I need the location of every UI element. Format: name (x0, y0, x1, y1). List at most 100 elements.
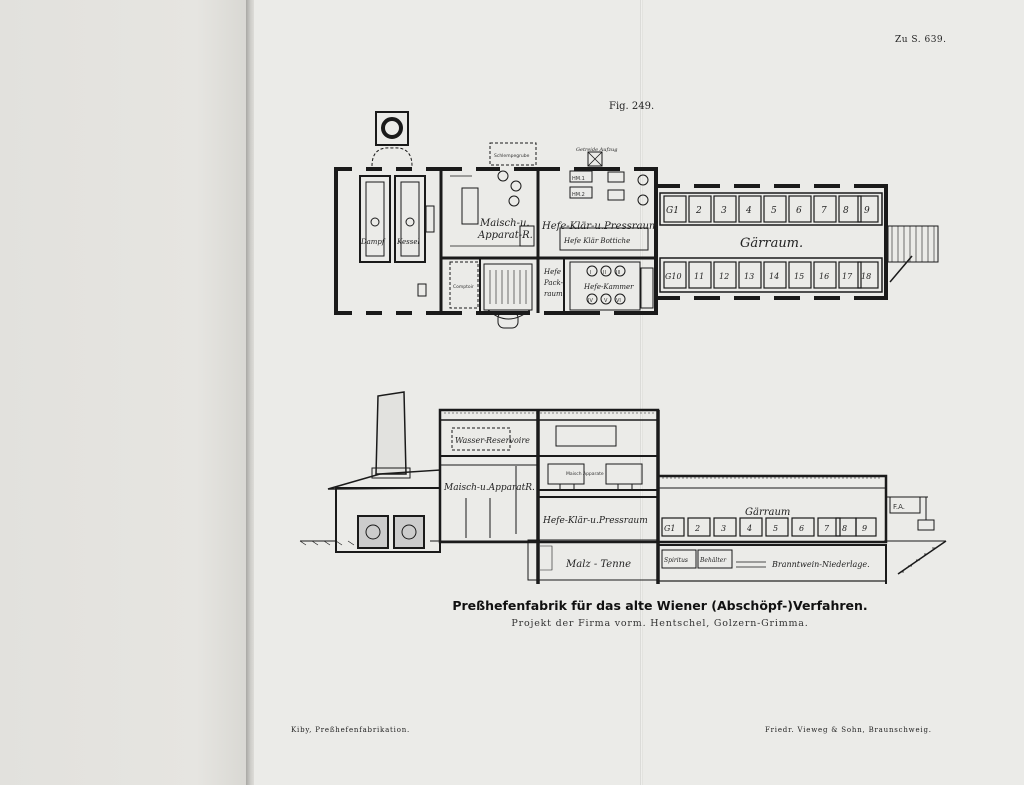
kammer-cell-i: I (590, 270, 591, 276)
gaer-cell-5: 5 (771, 206, 777, 216)
branntwein-label: Branntwein-Niederlage. (771, 560, 870, 569)
gaer-cell-12: 12 (719, 272, 729, 281)
sec-gaer-g1: G1 (664, 524, 675, 533)
gaer-cell-labels-top: G1 2 3 4 5 6 7 8 9 (666, 206, 870, 216)
chimney (375, 391, 407, 475)
gaer-cell-17: 17 (842, 272, 853, 281)
gaer-cell-labels-bottom: G10 11 12 13 14 15 16 17 18 (665, 272, 871, 281)
gaer-cell-3: 3 (721, 206, 727, 216)
section-gaer-cell-labels: G1 2 3 4 5 6 7 8 9 (664, 524, 867, 533)
gaerraum-section-label: Gärraum (745, 507, 790, 518)
sec-gaer-9: 9 (862, 524, 867, 533)
schlempegrube (489, 142, 537, 166)
behaelter-box (697, 549, 733, 569)
sec-gaer-8: 8 (842, 524, 847, 533)
maisch-label: Maisch-u. (479, 218, 530, 229)
apparat-label: Apparat-R. (477, 230, 533, 241)
maisch-apparat-label: Maisch-u.ApparatR. (443, 483, 535, 493)
getreide-aufzug-label: Getreide Aufzug (576, 147, 617, 153)
maisch-apparat-1 (547, 463, 585, 485)
staircase (483, 263, 533, 311)
maisch-apparate-label: Maisch Apparate (566, 471, 604, 477)
footer-left: Kiby, Preßhefenfabrikation. (291, 726, 411, 734)
klaer-bottiche-label: Hefe Klär Bottiche (563, 237, 630, 245)
chimney-symbol (375, 111, 409, 146)
klaer-bottiche (559, 227, 649, 251)
gaer-cell-8: 8 (843, 206, 849, 216)
gaer-cell-15: 15 (794, 272, 804, 281)
figure-number: Fig. 249. (609, 101, 655, 112)
gaerraum-label: Gärraum. (740, 236, 803, 251)
floor-plan (334, 111, 939, 329)
hefe-klaer-label: Hefe-Klär-u.Pressraum (541, 221, 658, 232)
gaer-cell-14: 14 (769, 272, 779, 281)
left-page (0, 0, 246, 785)
boiler-1 (359, 175, 391, 263)
gaer-cell-11: 11 (694, 272, 704, 281)
gaer-cell-6: 6 (796, 206, 802, 216)
chimney-flue (381, 117, 403, 139)
section-gaer-cells (661, 517, 877, 537)
sec-gaer-6: 6 (799, 524, 804, 533)
footer-right: Friedr. Vieweg & Sohn, Braunschweig. (765, 726, 932, 734)
plan-labels: Gärraum. Dampf Kessel Maisch-u. Apparat-… (360, 147, 803, 298)
comptoir-label: Comptoir (453, 284, 474, 290)
kammer-cell-vi: VI (616, 298, 621, 304)
gaer-cells-bottom (663, 261, 879, 289)
kammer-cell-iii: III (616, 270, 620, 276)
getreide-aufzug (587, 151, 603, 167)
sec-gaer-5: 5 (773, 524, 778, 533)
kammer-cell-v: V (604, 298, 608, 304)
reservoire-label: Reservoire (485, 436, 530, 445)
wasser-label: Wasser- (455, 436, 487, 445)
packraum-label-2: Pack- (543, 279, 564, 287)
maisch-apparat-2 (605, 463, 643, 485)
gaer-cell-4: 4 (745, 206, 752, 216)
entrance-steps (497, 311, 519, 329)
hm2-label: HM.2 (572, 192, 585, 198)
boiler-section-2 (393, 515, 425, 549)
gaer-cell-16: 16 (819, 272, 829, 281)
gaer-cell-13: 13 (744, 272, 754, 281)
fa-label: F.A. (893, 503, 905, 511)
caption-subtitle: Projekt der Firma vorm. Hentschel, Golze… (511, 618, 809, 629)
kammer-cell-iv: IV (588, 298, 593, 304)
hm1-label: HM.1 (572, 176, 585, 182)
gaer-cell-9: 9 (864, 206, 870, 216)
gaer-cell-g1: G1 (666, 206, 679, 216)
hm2-box (569, 186, 593, 199)
schlempegrube-label: Schlempegrube (494, 153, 530, 159)
hefe-kammer-cells (586, 265, 626, 305)
gaer-cell-7: 7 (821, 206, 827, 216)
hm1-box (569, 170, 593, 183)
kammer-cell-ii: II (603, 270, 606, 276)
hefe-klaer-section-label: Hefe-Klär-u.Pressraum (542, 516, 648, 526)
hefe-kammer-cell-labels: I II III IV V VI (588, 270, 621, 304)
cross-section (299, 391, 947, 584)
boiler-section-1 (357, 515, 389, 549)
packraum-label-1: Hefe (543, 268, 561, 276)
plate-fold-crease (640, 0, 643, 785)
behaelter-label: Behälter (699, 557, 727, 564)
branntwein-niederlage (657, 544, 887, 582)
book-gutter (246, 0, 254, 785)
boiler-2 (394, 175, 426, 263)
dampf-label: Dampf (360, 238, 386, 246)
sec-gaer-2: 2 (694, 524, 700, 533)
kessel-label: Kessel (396, 238, 420, 246)
gaer-cell-18: 18 (861, 272, 871, 281)
sec-gaer-7: 7 (824, 524, 830, 533)
spiritus-label: Spiritus (664, 557, 688, 564)
hefe-kammer (569, 261, 641, 311)
packraum-label-3: raum (544, 290, 563, 298)
gaer-cell-2: 2 (695, 206, 702, 216)
caption-title: Preßhefenfabrik für das alte Wiener (Abs… (452, 598, 868, 613)
section-labels: Wasser- Reservoire Maisch-u.ApparatR. Ma… (443, 436, 905, 570)
sec-gaer-3: 3 (721, 524, 726, 533)
malz-tenne-label: Malz - Tenne (565, 559, 631, 570)
comptoir (449, 261, 479, 309)
gaer-cell-g10: G10 (665, 272, 682, 281)
sec-gaer-4: 4 (746, 524, 752, 533)
ramp (887, 225, 939, 263)
